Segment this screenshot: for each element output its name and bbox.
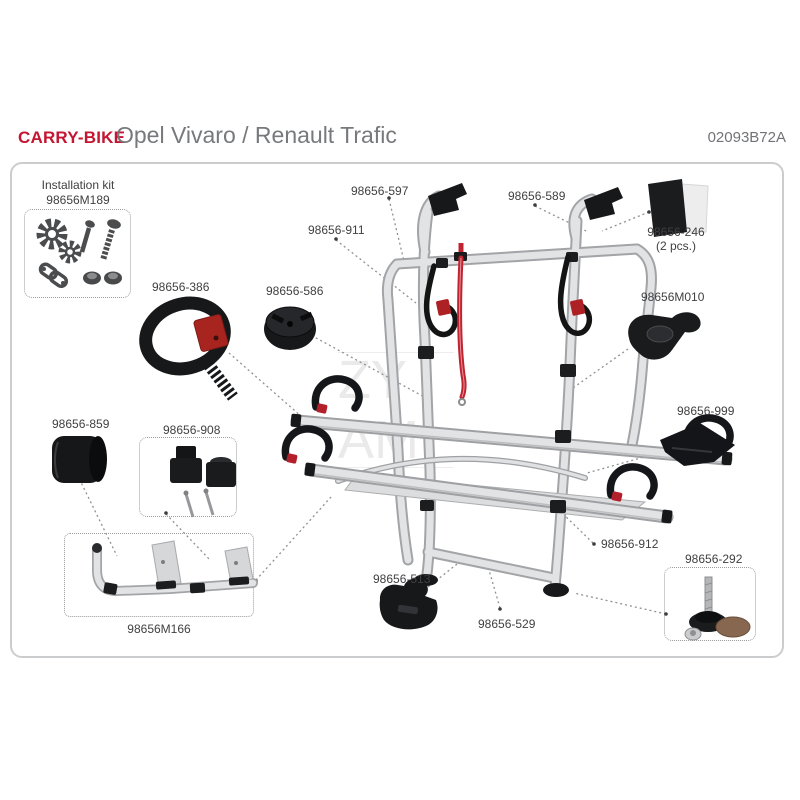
part-98656-586-knob — [264, 306, 316, 350]
upper-hooks — [428, 183, 623, 220]
part-98656-386-strap — [139, 296, 238, 401]
part-98656M010-bracket — [628, 312, 701, 360]
bike-straps — [423, 254, 593, 338]
part-label-98656-246: 98656-246 — [647, 225, 705, 239]
bike-rails — [290, 413, 733, 524]
part-label-98656-597: 98656-597 — [351, 184, 409, 198]
part-label-98656-999: 98656-999 — [677, 404, 735, 418]
part-label-98656-589: 98656-589 — [508, 189, 566, 203]
part-label-98656M166: 98656M166 — [127, 622, 191, 636]
nuts-icon — [83, 271, 122, 285]
part-label-98656-292: 98656-292 — [685, 552, 743, 566]
part-label-98656M010: 98656M010 — [641, 290, 705, 304]
page-title: Opel Vivaro / Renault Trafic — [116, 122, 397, 148]
post-clamps — [418, 252, 578, 513]
installation-kit-box — [24, 209, 131, 298]
part-98656-908-plugs — [170, 446, 236, 518]
part-98656-999-cover — [660, 423, 735, 466]
rack-frame-tubes — [381, 190, 657, 593]
screws-icon — [79, 219, 121, 261]
installation-kit-title: Installation kit 98656M189 — [18, 178, 138, 208]
part-label-98656-912: 98656-912 — [601, 537, 659, 551]
part-label-98656-386: 98656-386 — [152, 280, 210, 294]
part-label-98656-911: 98656-911 — [308, 223, 365, 237]
part-qty-98656-246: (2 pcs.) — [655, 239, 696, 253]
brand-logo: CARRY-BIKE — [18, 128, 126, 147]
diagram-frame — [10, 162, 784, 658]
part-98656M166-lower-rail — [92, 540, 258, 597]
part-98656-246-pads — [648, 179, 709, 237]
part-98656-513-saddle — [379, 578, 438, 630]
part-label-98656-908: 98656-908 — [163, 423, 221, 437]
part-98656-859-cap — [52, 436, 107, 483]
part-box-98656M166 — [64, 533, 254, 617]
product-code: 02093B72A — [707, 129, 786, 146]
part-box-98656-908 — [139, 437, 237, 517]
part-box-98656-292 — [664, 567, 756, 641]
installation-kit-part-number: 98656M189 — [46, 193, 110, 207]
part-label-98656-859: 98656-859 — [52, 417, 110, 431]
part-98656-292-foot — [684, 576, 751, 641]
installation-kit-label: Installation kit — [41, 178, 115, 192]
gears-icon — [36, 218, 82, 264]
part-label-98656-586: 98656-586 — [266, 284, 324, 298]
red-strap — [454, 243, 467, 406]
part-label-98656-513: 98656-513 — [373, 572, 431, 586]
chain-link-icon — [38, 262, 69, 289]
bike-rack-illustration — [281, 183, 734, 597]
part-label-98656-529: 98656-529 — [478, 617, 536, 631]
